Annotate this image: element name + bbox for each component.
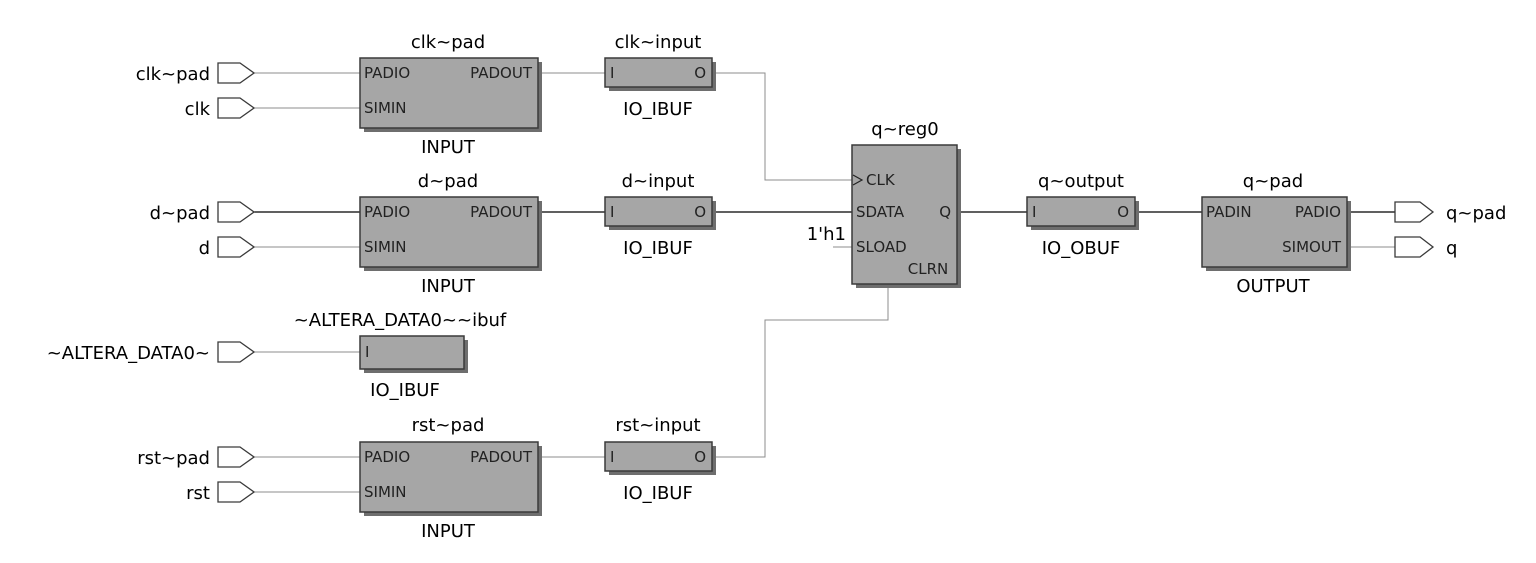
block-q-pad[interactable]: q~pad PADIN PADIO SIMOUT OUTPUT [1201,171,1351,297]
clock-edge-icon [852,174,864,186]
port-padio: PADIO [364,64,410,82]
block-altera-ibuf[interactable]: ~ALTERA_DATA0~~ibuf I IO_IBUF [294,310,507,401]
port-o: O [694,64,706,82]
block-title: rst~input [615,415,700,436]
block-clk-input[interactable]: clk~input I O IO_IBUF [604,32,716,120]
port-clk: CLK [866,171,896,189]
port-padout: PADOUT [470,64,533,82]
block-type: INPUT [421,276,476,297]
port-sdata: SDATA [856,203,905,221]
port-i: I [1032,203,1036,221]
block-body [604,441,713,472]
block-rst-pad[interactable]: rst~pad PADIO SIMIN PADOUT INPUT [359,415,542,542]
block-title: q~output [1038,171,1124,192]
input-pin-icon [217,97,256,119]
port-simin: SIMIN [364,99,407,117]
pin-label: ~ALTERA_DATA0~ [47,343,210,364]
block-title: ~ALTERA_DATA0~~ibuf [294,310,507,331]
block-body [359,57,539,129]
port-padio: PADIO [1295,203,1341,221]
input-pin-icon [217,341,256,363]
block-rst-input[interactable]: rst~input I O IO_IBUF [604,415,716,504]
block-title: clk~pad [411,32,485,53]
input-pin-rst[interactable]: rst [186,481,256,504]
block-clk-pad[interactable]: clk~pad PADIO SIMIN PADOUT INPUT [359,32,542,158]
block-title: clk~input [615,32,702,53]
block-body [359,441,539,513]
port-q: Q [939,203,951,221]
port-i: I [610,64,614,82]
input-pin-icon [217,62,256,84]
block-type: INPUT [421,137,476,158]
block-body [1026,196,1136,227]
pin-label: rst~pad [137,448,210,469]
output-pin-icon [1394,236,1435,258]
input-pin-d[interactable]: d [199,236,256,259]
block-body [1201,196,1348,268]
port-i: I [610,448,614,466]
block-body [604,57,713,88]
input-pin-clk[interactable]: clk [185,97,256,120]
block-type: IO_IBUF [370,380,440,401]
port-o: O [694,203,706,221]
input-pin-altera-data0[interactable]: ~ALTERA_DATA0~ [47,341,256,364]
port-o: O [694,448,706,466]
port-simin: SIMIN [364,238,407,256]
port-padio: PADIO [364,203,410,221]
pin-label: rst [186,483,210,504]
pin-label: clk [185,99,211,120]
block-q-output[interactable]: q~output I O IO_OBUF [1026,171,1139,259]
block-type: OUTPUT [1236,276,1310,297]
block-title: rst~pad [412,415,485,436]
pin-label: q [1446,238,1457,259]
port-clrn: CLRN [908,260,948,278]
pin-label: d~pad [150,203,210,224]
port-padin: PADIN [1206,203,1252,221]
pin-label: q~pad [1446,203,1506,224]
port-padout: PADOUT [470,203,533,221]
port-simin: SIMIN [364,483,407,501]
pin-label: clk~pad [136,64,210,85]
block-title: d~pad [418,171,478,192]
port-padio: PADIO [364,448,410,466]
block-body [359,196,539,268]
output-pin-q[interactable]: q [1394,236,1457,259]
wire-clkinput-reg [712,72,852,181]
block-type: IO_IBUF [623,483,693,504]
block-body [851,144,958,285]
port-simout: SIMOUT [1282,238,1342,256]
input-pin-clk-pad[interactable]: clk~pad [136,62,256,85]
input-pin-icon [217,481,256,503]
port-sload: SLOAD [856,238,907,256]
port-padout: PADOUT [470,448,533,466]
pin-label: d [199,238,210,259]
block-body [359,335,465,370]
input-pin-icon [217,446,256,468]
port-i: I [610,203,614,221]
input-pin-icon [217,236,256,258]
block-d-input[interactable]: d~input I O IO_IBUF [604,171,716,259]
port-i: I [365,343,369,361]
block-body [604,196,713,227]
port-o: O [1117,203,1129,221]
block-type: IO_IBUF [623,99,693,120]
block-title: d~input [622,171,695,192]
wire-rstinput-clrn [712,285,889,458]
block-type: IO_IBUF [623,238,693,259]
block-title: q~pad [1243,171,1303,192]
input-pin-icon [217,201,256,223]
block-type: INPUT [421,521,476,542]
output-pin-q-pad[interactable]: q~pad [1394,201,1506,224]
input-pin-rst-pad[interactable]: rst~pad [137,446,256,469]
block-q-reg0[interactable]: q~reg0 CLK SDATA SLOAD CLRN Q 1'h1 [807,119,961,288]
input-pin-d-pad[interactable]: d~pad [150,201,256,224]
block-d-pad[interactable]: d~pad PADIO SIMIN PADOUT INPUT [359,171,542,297]
output-pin-icon [1394,201,1435,223]
block-title: q~reg0 [871,119,938,140]
block-type: IO_OBUF [1042,238,1121,259]
wires [254,72,1395,493]
const-sload-label: 1'h1 [807,224,846,245]
